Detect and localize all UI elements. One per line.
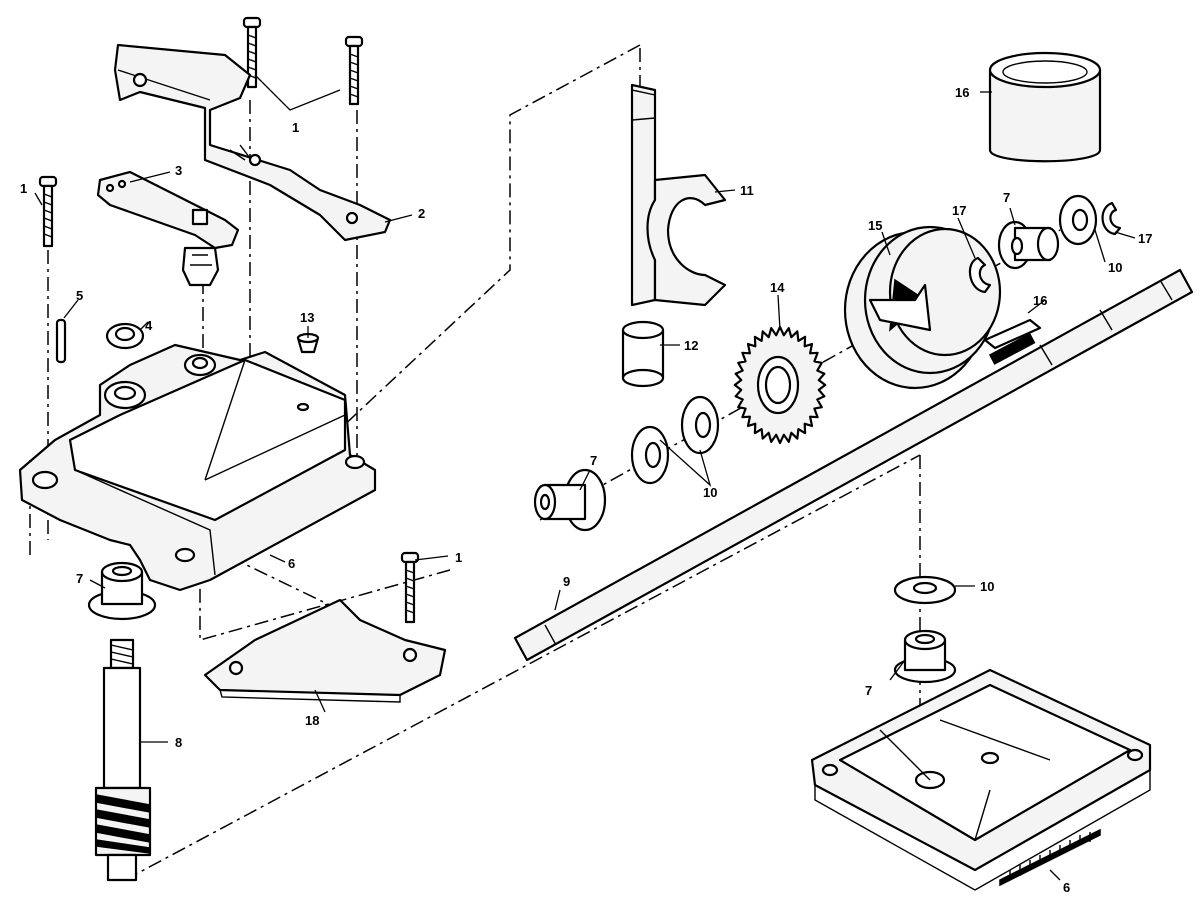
washer-part-10d — [893, 575, 957, 605]
callout-6: 6 — [288, 556, 295, 571]
bushing-part-7a — [87, 561, 157, 621]
washer-part-10c-top — [1058, 194, 1098, 246]
callout-labels: 1 1 1 2 3 4 5 6 6 7 7 7 7 8 9 10 10 10 1… — [20, 85, 1152, 895]
bushing-part-7b — [533, 468, 607, 532]
callout-7: 7 — [865, 683, 872, 698]
plug-part-13 — [296, 332, 320, 354]
leader-lines — [34, 74, 1136, 881]
callout-14: 14 — [770, 280, 785, 295]
clip-part-17a — [968, 256, 992, 294]
pulley-part-15 — [843, 225, 1002, 390]
clip-part-17b — [1101, 201, 1122, 236]
callout-13: 13 — [300, 310, 314, 325]
bracket-part-2 — [113, 43, 392, 242]
lower-housing-part-6 — [810, 668, 1152, 891]
callout-11: 11 — [740, 183, 754, 198]
shaft-part-9 — [513, 268, 1194, 662]
callout-6: 6 — [1063, 880, 1070, 895]
callout-16: 16 — [955, 85, 969, 100]
screw-part-1c — [38, 175, 58, 248]
callout-2: 2 — [418, 206, 425, 221]
callout-10: 10 — [1108, 260, 1122, 275]
washer-part-10a — [680, 395, 720, 455]
callout-17: 17 — [952, 203, 966, 218]
plate-part-18 — [203, 598, 447, 703]
lever-part-3 — [96, 170, 240, 287]
upper-housing-part-6 — [18, 343, 377, 592]
callout-18: 18 — [305, 713, 319, 728]
callout-17: 17 — [1138, 231, 1152, 246]
screw-part-1d — [400, 551, 420, 624]
callout-1: 1 — [455, 550, 462, 565]
callout-12: 12 — [684, 338, 698, 353]
callout-1: 1 — [292, 120, 299, 135]
key-part-16b — [983, 318, 1042, 350]
callout-5: 5 — [76, 288, 83, 303]
bearing-part-16 — [988, 51, 1102, 163]
callout-8: 8 — [175, 735, 182, 750]
callout-9: 9 — [563, 574, 570, 589]
callout-15: 15 — [868, 218, 882, 233]
shift-fork-part-11 — [630, 83, 727, 307]
washer-part-4 — [105, 322, 145, 350]
callout-4: 4 — [145, 318, 153, 333]
pin-part-5 — [55, 318, 67, 364]
callout-7: 7 — [590, 453, 597, 468]
bushing-part-7c — [997, 220, 1060, 270]
washer-part-10b — [630, 425, 670, 485]
callout-3: 3 — [175, 163, 182, 178]
callout-10: 10 — [703, 485, 717, 500]
callout-7: 7 — [1003, 190, 1010, 205]
callout-10: 10 — [980, 579, 994, 594]
worm-shaft-part-8 — [94, 638, 152, 882]
screw-part-1a — [242, 16, 262, 89]
callout-7: 7 — [76, 571, 83, 586]
callout-16: 16 — [1033, 293, 1047, 308]
callout-1: 1 — [20, 181, 27, 196]
sleeve-part-12 — [621, 320, 665, 388]
screw-part-1b — [344, 35, 364, 106]
bushing-part-7d — [893, 629, 957, 684]
gear-part-14 — [733, 325, 827, 445]
